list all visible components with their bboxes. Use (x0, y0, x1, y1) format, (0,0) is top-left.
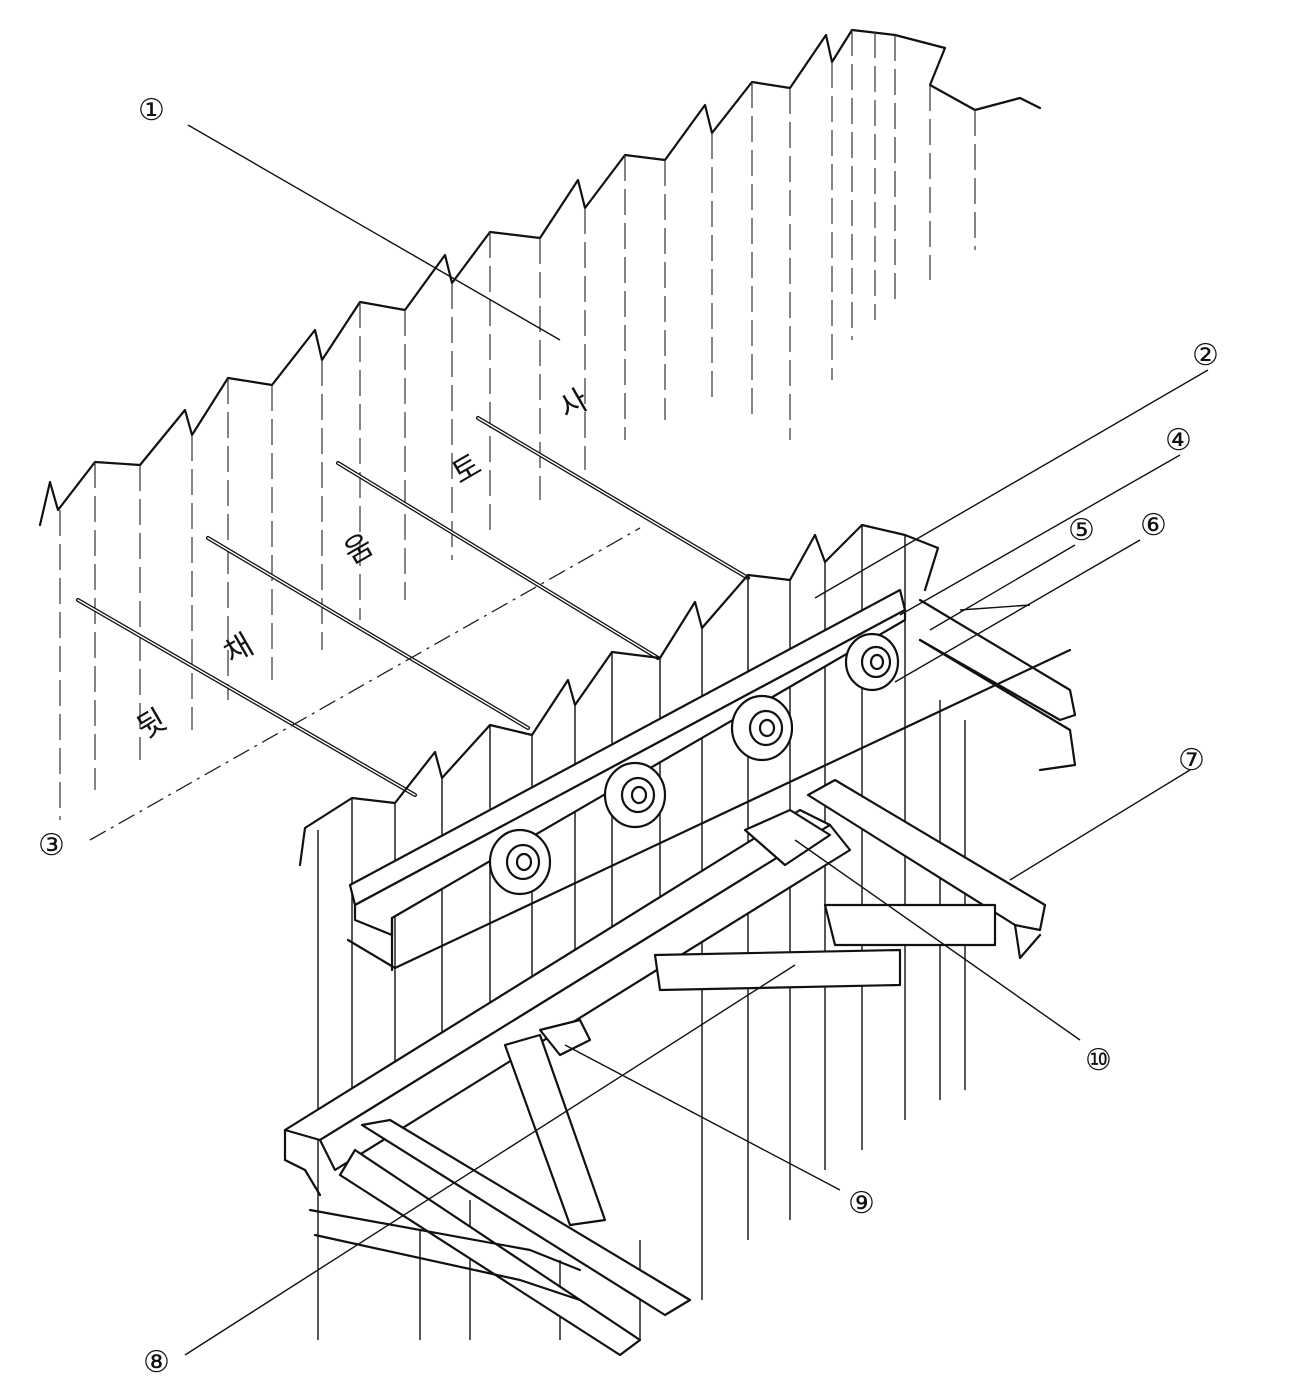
soil-char-3: 움 (338, 527, 379, 571)
bolt-4 (844, 632, 900, 692)
callout-9: ⑨ (848, 1186, 875, 1221)
callout-2: ② (1192, 338, 1219, 373)
backfill-soil-label: 뒷 채 움 토 사 (131, 382, 594, 746)
back-sheet-pile-wall (38, 28, 1042, 820)
center-line (89, 527, 641, 841)
lower-bracing (308, 1018, 692, 1357)
callout-5: ⑤ (1068, 513, 1095, 548)
callout-7: ⑦ (1178, 743, 1205, 778)
soil-char-2: 채 (218, 627, 259, 671)
callout-4: ④ (1165, 423, 1192, 458)
soil-char-5: 사 (553, 382, 594, 426)
callouts: ① ② ③ ④ ⑤ ⑥ ⑦ ⑧ ⑨ ⑩ (38, 93, 1219, 1380)
callout-3: ③ (38, 828, 65, 863)
struts (653, 778, 1047, 992)
bolt-1 (488, 828, 552, 896)
callout-10: ⑩ (1085, 1043, 1112, 1078)
leader-lines (184, 124, 1209, 1356)
callout-8: ⑧ (143, 1345, 170, 1380)
tie-rods (76, 416, 750, 797)
callout-6: ⑥ (1140, 508, 1167, 543)
soil-char-1: 뒷 (131, 702, 172, 746)
bolt-3 (730, 694, 794, 762)
callout-1: ① (138, 93, 165, 128)
bolts (488, 632, 900, 896)
lower-wale (283, 808, 852, 1197)
bolt-2 (603, 761, 667, 829)
